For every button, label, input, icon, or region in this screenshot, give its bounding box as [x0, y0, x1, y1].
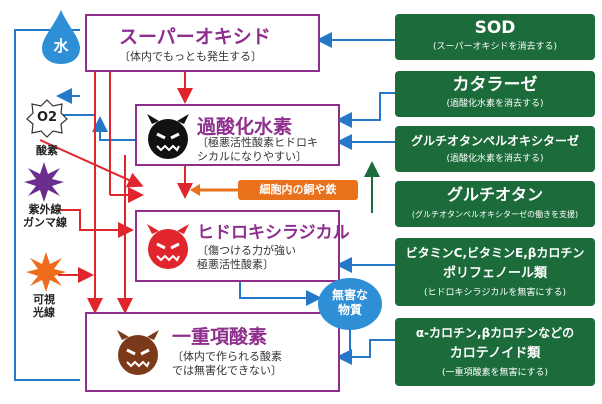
sod-box: SOD (スーパーオキシドを消去する): [395, 14, 595, 60]
o2-icon: O2: [26, 98, 68, 138]
arrow-to-harmless: [239, 282, 322, 306]
sod-sub: (スーパーオキシドを消去する): [433, 42, 557, 52]
sun-burst-icon: [26, 252, 66, 292]
h2o2-desc: 〔極悪活性酸素ヒドロキ シカルになりやすい〕: [197, 136, 318, 164]
uv-label: 紫外線 ガンマ線: [18, 203, 72, 229]
line-water-loop: [14, 29, 80, 381]
gpx-box: グルチオタンペルオキシターゼ (過酸化水素を消去する): [395, 126, 595, 172]
arrow-uv: [58, 209, 134, 238]
glutathione-box: グルチオタン (グルチオタンペルオキシターゼの働きを支援): [395, 181, 595, 227]
oxygen-label: 酸素: [36, 144, 58, 157]
h2o2-title: 過酸化水素: [197, 116, 293, 138]
visible-label: 可視 光線: [24, 293, 64, 319]
harmless-circle: 無害な 物質: [318, 278, 382, 330]
superoxide-desc: 〔体内でもっとも発生する〕: [119, 50, 262, 63]
harmless-line1: 無害な: [331, 288, 368, 302]
vitamins-box: ビタミンC,ビタミンE,βカロチン ポリフェノール類 (ヒドロキシラジカルを無害…: [395, 238, 595, 306]
uv-label-line2: ガンマ線: [23, 216, 67, 229]
catalase-sub: (過酸化水素を消去する): [446, 99, 544, 109]
arrow-oxygen-hydroxyl: [39, 139, 144, 188]
gpx-sub: (過酸化水素を消去する): [446, 154, 544, 164]
singlet-desc: 〔体内で作られる酸素 では無害化できない〕: [172, 350, 282, 378]
singlet-box: 一重項酸素 〔体内で作られる酸素 では無害化できない〕: [85, 312, 340, 392]
vitamins-title: ビタミンC,ビタミンE,βカロチン: [405, 246, 585, 260]
singlet-desc-line1: 〔体内で作られる酸素: [172, 350, 282, 363]
arrow-catalase: [336, 92, 395, 128]
singlet-title: 一重項酸素: [172, 326, 268, 348]
h2o2-desc-line2: シカルになりやすい〕: [197, 150, 307, 163]
arrow-h2o2-o2: [92, 116, 135, 141]
carotenoids-box: α-カロチン,βカロチンなどの カロテノイド類 (一重項酸素を無害にする): [395, 318, 595, 386]
metal-label: 細胞内の銅や鉄: [238, 180, 358, 200]
hydroxyl-desc-line1: 〔傷つける力が強い: [197, 244, 296, 257]
catalase-title: カタラーゼ: [452, 75, 538, 95]
h2o2-box: 過酸化水素 〔極悪活性酸素ヒドロキ シカルになりやすい〕: [135, 104, 340, 166]
vitamins-sub: (ヒドロキシラジカルを無害にする): [424, 288, 566, 298]
hydroxyl-desc-line2: 極悪活性酸素〕: [197, 258, 274, 271]
uv-label-line1: 紫外線: [28, 203, 62, 216]
carotenoids-title: α-カロチン,βカロチンなどの: [415, 326, 575, 340]
sod-title: SOD: [474, 18, 516, 38]
water-label: 水: [53, 37, 69, 55]
carotenoids-sub: (一重項酸素を無害にする): [441, 368, 549, 378]
hydroxyl-box: ヒドロキシラジカル 〔傷つける力が強い 極悪活性酸素〕: [135, 210, 350, 282]
visible-label-line2: 光線: [33, 306, 55, 319]
superoxide-box: スーパーオキシド 〔体内でもっとも発生する〕: [85, 14, 320, 72]
o2-label: O2: [36, 110, 58, 125]
superoxide-title: スーパーオキシド: [119, 26, 271, 48]
h2o2-desc-line1: 〔極悪活性酸素ヒドロキ: [197, 136, 318, 149]
metal-label-text: 細胞内の銅や鉄: [259, 183, 337, 196]
hydroxyl-desc: 〔傷つける力が強い 極悪活性酸素〕: [197, 244, 296, 272]
glutathione-sub: (グルチオタンペルオキシターゼの働きを支援): [411, 210, 579, 219]
harmless-line2: 物質: [337, 303, 362, 317]
visible-label-line1: 可視: [33, 293, 55, 306]
gpx-title: グルチオタンペルオキシターゼ: [410, 134, 579, 148]
vitamins-title2: ポリフェノール類: [442, 266, 547, 281]
uv-burst-icon: [24, 162, 64, 202]
arrow-carotenoids: [336, 339, 395, 365]
singlet-desc-line2: では無害化できない〕: [172, 364, 282, 377]
catalase-box: カタラーゼ (過酸化水素を消去する): [395, 71, 595, 117]
hydroxyl-title: ヒドロキシラジカル: [197, 223, 350, 243]
water-drop-icon: 水: [38, 8, 84, 66]
glutathione-title: グルチオタン: [446, 185, 543, 204]
carotenoids-title2: カロテノイド類: [449, 346, 541, 361]
